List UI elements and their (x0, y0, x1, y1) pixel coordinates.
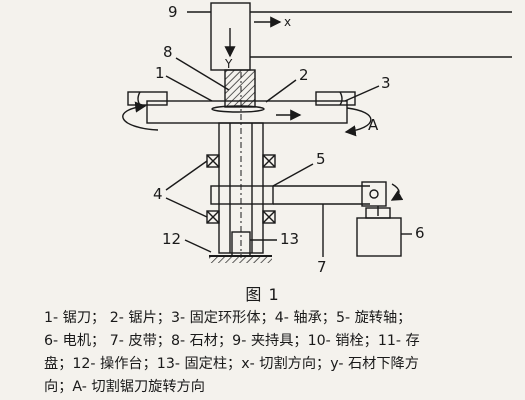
machine-diagram: 9 8 1 2 3 5 4 6 12 13 7 A x Y (122, 2, 512, 276)
label-y-axis: Y (224, 57, 233, 71)
parts-legend: 1- 锯刀； 2- 锯片；3- 固定环形体；4- 轴承；5- 旋转轴； 6- 电… (44, 307, 514, 399)
saw-blade (211, 105, 265, 113)
label-2: 2 (299, 66, 309, 84)
bearing-upper-right (262, 154, 276, 168)
leader-3 (344, 85, 380, 102)
label-5: 5 (316, 150, 326, 168)
leader-4-lower (165, 197, 208, 218)
leader-2 (265, 79, 297, 103)
operating-table-hatch (209, 256, 272, 263)
legend-line: 6- 电机； 7- 皮带；8- 石材；9- 夹持具；10- 销栓；11- 存 (44, 333, 420, 349)
label-6: 6 (415, 224, 425, 242)
figure-caption: 图 1 (245, 285, 280, 304)
leader-8 (175, 57, 230, 91)
pulley-left-block (210, 185, 274, 205)
label-9: 9 (168, 3, 178, 21)
label-12: 12 (162, 230, 181, 248)
pin-bolt (369, 189, 379, 199)
label-rotation-a: A (368, 116, 379, 134)
legend-line: 1- 锯刀； 2- 锯片；3- 固定环形体；4- 轴承；5- 旋转轴； (44, 310, 412, 326)
legend-line: 盘；12- 操作台；13- 固定柱；x- 切割方向；y- 石材下降方 (44, 356, 419, 372)
label-x-axis: x (284, 15, 291, 29)
label-1: 1 (155, 64, 165, 82)
ring-left-flange (127, 91, 168, 106)
label-13: 13 (280, 230, 299, 248)
rotation-arrow-left (122, 101, 159, 131)
motor-rotation-arrow (390, 183, 404, 201)
ring-left-flange-curl (137, 91, 141, 106)
leader-5 (272, 163, 314, 187)
bearing-lower-right (262, 210, 276, 224)
label-7: 7 (317, 258, 327, 276)
leader-1 (165, 75, 213, 102)
leader-4-upper (165, 160, 208, 191)
legend-line: 向；A- 切割锯刀旋转方向 (44, 379, 205, 395)
ring-right-flange-curl (339, 91, 343, 106)
ring-right-flange (315, 91, 356, 106)
leader-12 (184, 239, 212, 253)
label-3: 3 (381, 74, 391, 92)
pulley-right-block (361, 181, 387, 207)
motor-body (356, 217, 402, 257)
label-8: 8 (163, 43, 173, 61)
rotation-arrow-right (344, 107, 372, 137)
label-4: 4 (153, 185, 163, 203)
